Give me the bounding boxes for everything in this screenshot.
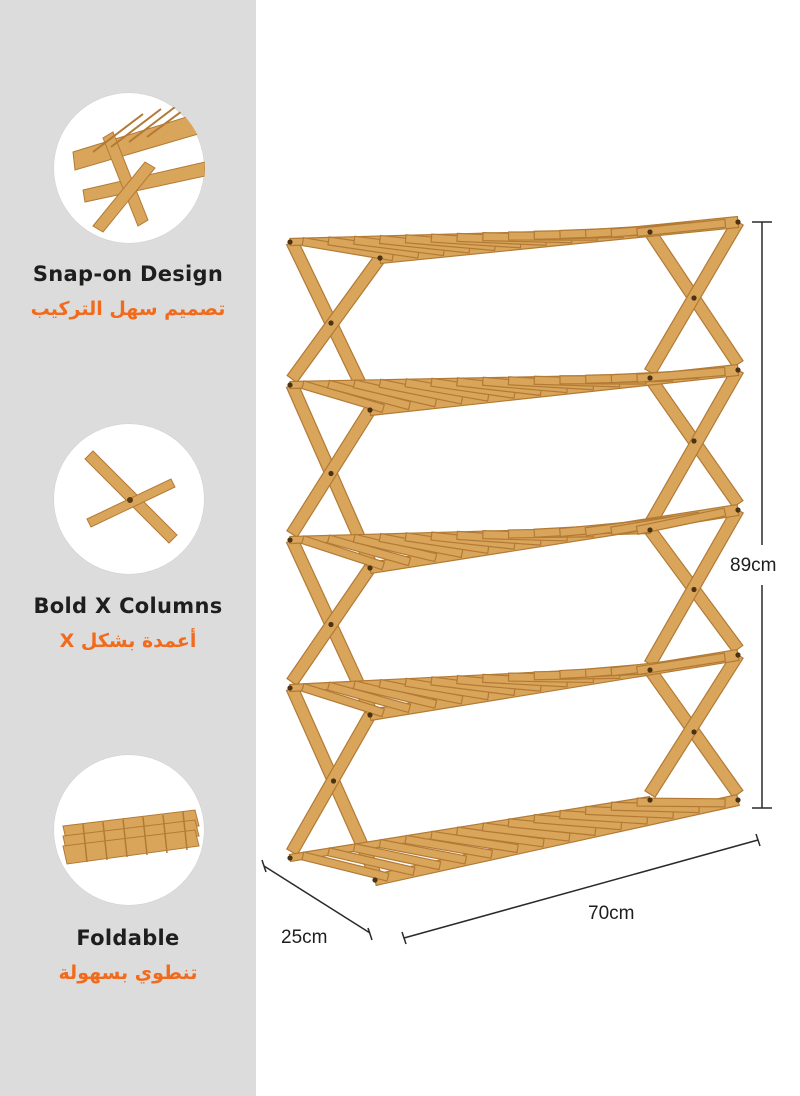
shelf-slat <box>352 533 438 563</box>
folded-shelf-icon <box>53 754 205 906</box>
rivet <box>691 729 697 735</box>
rivet <box>735 652 741 658</box>
shelf-slat <box>326 379 412 411</box>
rivet <box>328 470 334 477</box>
feature-sidebar: Snap-on Design تصميم سهل التركيب Bold X … <box>0 0 256 1096</box>
x-columns-icon <box>53 423 205 575</box>
rivet <box>735 367 741 373</box>
rivet <box>647 229 653 235</box>
rivet <box>735 797 741 803</box>
rivet <box>735 507 741 513</box>
rivet <box>287 855 293 861</box>
rivet <box>287 382 293 388</box>
shelf-slat <box>326 847 416 877</box>
rivet <box>377 255 383 261</box>
shelf-slat <box>636 366 726 383</box>
shelf-slat <box>352 843 442 871</box>
shelf-slat <box>300 380 386 414</box>
rivet <box>287 239 293 245</box>
rivet <box>287 537 293 543</box>
shelf-slat <box>430 830 519 854</box>
rivet <box>367 407 373 413</box>
width-dimension: 70cm <box>588 903 635 924</box>
rivet <box>735 219 741 225</box>
feature-subtitle: تصميم سهل التركيب <box>30 298 226 320</box>
shelf-corner-icon <box>53 92 205 244</box>
feature-title: Snap-on Design <box>32 262 224 286</box>
rivet <box>691 295 697 301</box>
shelf-slat <box>455 826 545 848</box>
feature-title: Bold X Columns <box>33 594 223 618</box>
rivet <box>691 586 697 593</box>
shelf-slat <box>300 535 386 571</box>
rivet <box>330 778 337 784</box>
feature-subtitle: تنطوي بسهولة <box>58 962 198 984</box>
rivet <box>367 565 373 571</box>
shelf-slat <box>378 838 468 865</box>
rivet <box>367 712 373 718</box>
rivet <box>647 797 653 803</box>
shelf-slat <box>635 652 727 676</box>
rivet <box>647 527 653 533</box>
dimension-lines <box>261 221 772 945</box>
rivet <box>647 667 653 673</box>
rivet <box>647 375 653 381</box>
shelf-slat <box>352 680 438 709</box>
rivet <box>287 685 293 691</box>
shelf-slat <box>301 851 390 882</box>
rivet <box>328 320 334 326</box>
height-dimension: 89cm <box>730 555 777 576</box>
depth-dimension: 25cm <box>281 927 328 948</box>
feature-title: Foldable <box>76 926 180 950</box>
shelf-slat <box>326 681 412 714</box>
shelf-slat <box>636 797 726 808</box>
bamboo-shoe-rack <box>285 215 745 887</box>
shoe-rack-illustration <box>261 215 772 945</box>
feature-subtitle: أعمدة بشكل X <box>59 630 197 652</box>
rivet <box>328 621 334 628</box>
shelf-slat <box>636 218 727 237</box>
rivet <box>691 438 697 444</box>
rivet <box>372 877 378 883</box>
shelf-slat <box>635 507 727 535</box>
shelf-slat <box>404 834 494 859</box>
shelf-slat <box>300 682 386 718</box>
shelf-slat <box>326 534 412 567</box>
